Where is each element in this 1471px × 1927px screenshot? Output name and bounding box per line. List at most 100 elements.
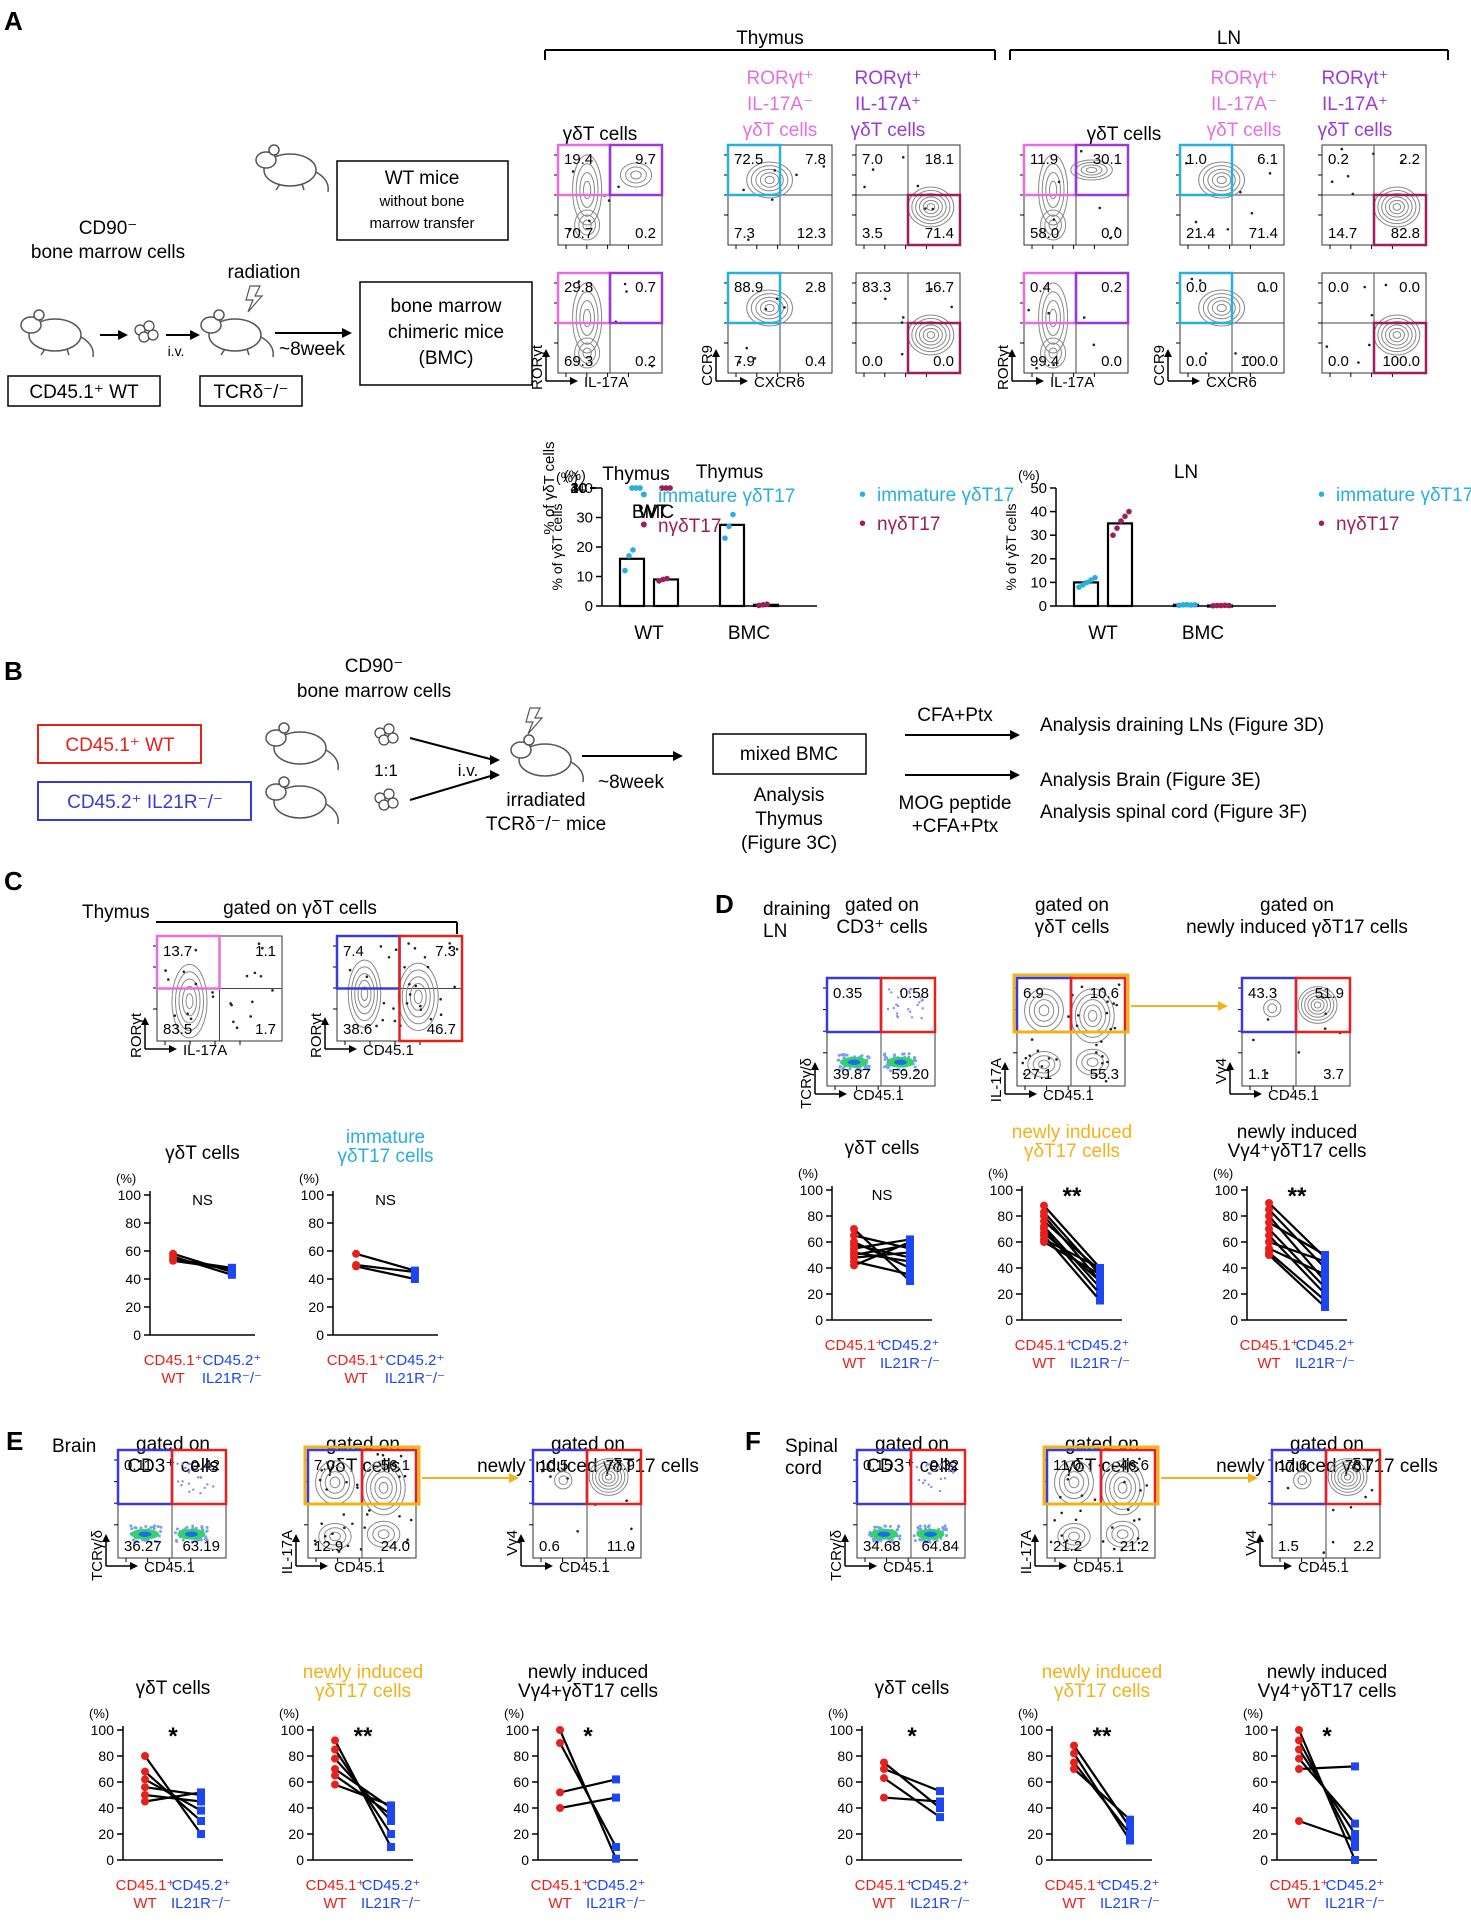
- wt-point: [880, 1793, 888, 1802]
- density-core: [893, 1059, 907, 1065]
- contour: [1087, 1009, 1098, 1022]
- density-dot: [927, 1472, 930, 1475]
- contour: [1202, 165, 1241, 195]
- density-dot: [926, 1462, 929, 1465]
- density-dot: [918, 1524, 922, 1528]
- event-dot: [1093, 1498, 1097, 1501]
- wt-point: [1295, 1765, 1303, 1773]
- panel-label: B: [4, 656, 23, 686]
- arrow-head: [102, 1534, 110, 1542]
- wt-point: [1265, 1212, 1273, 1220]
- quadrant-value: 59.20: [891, 1066, 929, 1083]
- contour: [1263, 999, 1282, 1018]
- density-dot: [144, 1524, 148, 1528]
- arrow-head: [545, 1562, 553, 1570]
- gate-box: [1074, 271, 1130, 325]
- chart-title: newly induced: [1012, 1122, 1132, 1143]
- column-header: IL-17A⁻: [747, 94, 813, 115]
- event-dot: [419, 1004, 422, 1008]
- contour: [1267, 1003, 1278, 1014]
- pair-line: [1298, 1765, 1356, 1771]
- event-dot: [375, 1024, 378, 1028]
- axis-label-x: CD45.1: [1043, 1087, 1094, 1104]
- contour: [1081, 1053, 1104, 1072]
- arrow-head: [517, 1534, 525, 1542]
- event-dot: [1115, 226, 1119, 230]
- wt-point: [1295, 1754, 1303, 1763]
- bar-point: [730, 511, 736, 518]
- event-dot: [742, 188, 745, 192]
- x-label-ko: IL21R⁻/⁻: [361, 1895, 421, 1912]
- density-dot: [886, 1007, 890, 1011]
- legend-marker: •: [640, 482, 648, 507]
- radiation-label: radiation: [228, 262, 301, 283]
- contour: [409, 982, 427, 1011]
- contour: [365, 1465, 402, 1510]
- y-tick-label: 20: [98, 1826, 114, 1842]
- chart-title: Vγ4⁺γδT17 cells: [1228, 1141, 1367, 1162]
- density-dot: [947, 1469, 951, 1473]
- y-tick-label: 40: [308, 1271, 324, 1287]
- arrow-head: [1254, 1090, 1262, 1098]
- contour: [1384, 324, 1409, 346]
- event-dot: [900, 352, 904, 356]
- gate-box: [726, 143, 782, 197]
- event-dot: [1331, 1508, 1335, 1512]
- significance: *: [168, 1723, 178, 1750]
- contour: [354, 973, 375, 1015]
- axis-label-x: IL-17A: [183, 1042, 227, 1059]
- event-dot: [448, 942, 451, 945]
- contour: [582, 180, 592, 200]
- event-dot: [775, 297, 779, 301]
- x-label-wt: WT: [872, 1895, 895, 1912]
- event-dot: [1368, 343, 1371, 347]
- contour: [1216, 175, 1227, 185]
- wt-point: [141, 1797, 149, 1806]
- gate-box: [585, 1448, 643, 1506]
- axis-label-y: CCR9: [699, 345, 716, 386]
- event-dot: [1384, 283, 1388, 287]
- event-dot: [1055, 1058, 1058, 1061]
- quadrant-value: 10.5: [539, 1457, 568, 1474]
- event-dot: [232, 1020, 235, 1024]
- ko-point: [387, 1801, 395, 1810]
- x-label-ko: CD45.2⁺: [1326, 1877, 1385, 1894]
- density-dot: [187, 1482, 191, 1485]
- event-dot: [1088, 1463, 1091, 1466]
- y-tick-label: 40: [576, 480, 593, 497]
- arrow-head: [1008, 349, 1016, 357]
- bm-label: bone marrow cells: [297, 681, 451, 702]
- event-dot: [394, 948, 398, 952]
- density-dot: [206, 1483, 209, 1486]
- event-dot: [822, 165, 826, 168]
- event-dot: [745, 346, 749, 350]
- contour: [1304, 992, 1332, 1018]
- ko-point: [1321, 1270, 1329, 1279]
- event-dot: [1286, 1486, 1290, 1490]
- event-dot: [1198, 279, 1202, 282]
- unit-label: (%): [299, 1171, 319, 1186]
- pair-line: [559, 1742, 617, 1848]
- density-dot: [925, 1464, 928, 1467]
- wt-point: [352, 1249, 361, 1258]
- y-tick-label: 20: [997, 1286, 1013, 1302]
- bmc-box-text: bone marrow: [391, 296, 502, 317]
- event-dot: [1120, 1548, 1124, 1552]
- event-dot: [439, 1013, 443, 1017]
- quadrant-value: 71.4: [925, 225, 954, 242]
- arrow-head: [342, 328, 352, 338]
- event-dot: [392, 1007, 395, 1010]
- bar-point: [764, 601, 770, 608]
- event-dot: [1370, 1488, 1374, 1492]
- ko-point: [227, 1265, 236, 1274]
- bm-label: bone marrow cells: [31, 242, 185, 263]
- significance: **: [1093, 1723, 1112, 1750]
- event-dot: [182, 970, 186, 974]
- event-dot: [1297, 1051, 1301, 1054]
- pair-line: [1268, 1251, 1326, 1302]
- tissue-label: LN: [763, 921, 787, 942]
- quadrant-value: 0.4: [805, 353, 826, 370]
- density-core: [877, 1531, 891, 1537]
- y-tick-label: 60: [837, 1774, 853, 1790]
